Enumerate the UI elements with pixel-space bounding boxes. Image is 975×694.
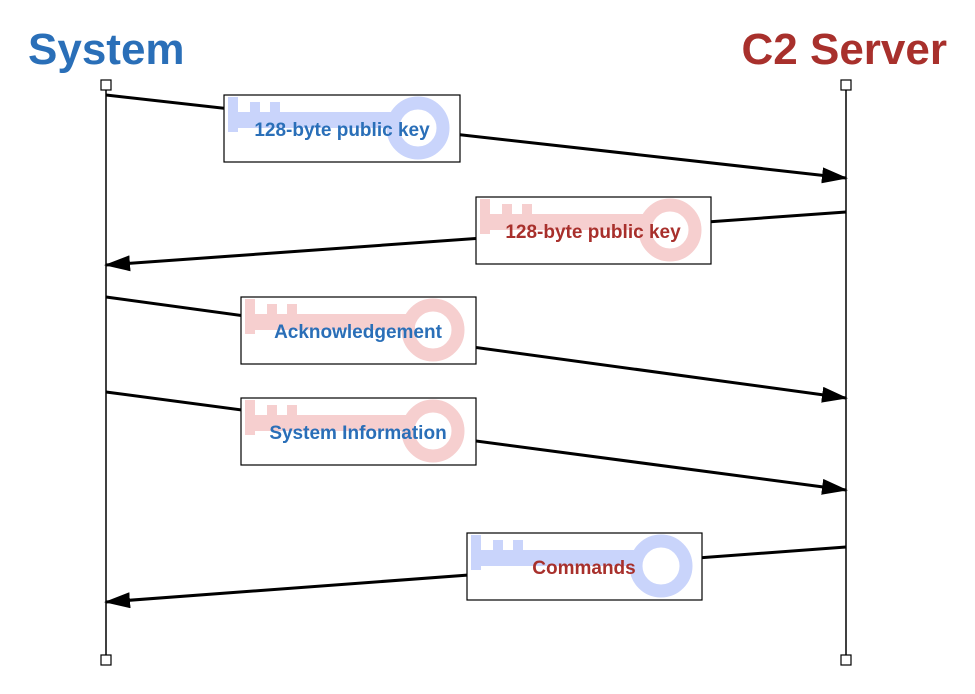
lifeline-system-top-handle — [100, 79, 112, 91]
lifeline-system — [100, 79, 112, 666]
actor-system-label: System — [28, 25, 185, 74]
message-3-label: Acknowledgement — [274, 322, 443, 343]
message-2-label: 128-byte public key — [505, 222, 681, 243]
lifeline-c2-server-bottom-handle — [840, 654, 852, 666]
lifeline-c2-server-top-handle — [840, 79, 852, 91]
message-4: System Information — [105, 390, 848, 495]
key-icon — [245, 298, 465, 362]
message-4-label: System Information — [269, 423, 446, 444]
message-1: 128-byte public key — [105, 93, 848, 184]
key-icon — [228, 96, 450, 160]
key-icon — [480, 198, 702, 262]
message-5: Commands — [104, 532, 847, 609]
message-5-label: Commands — [532, 558, 635, 579]
message-1-arrow — [105, 93, 848, 184]
message-2: 128-byte public key — [104, 196, 847, 272]
lifeline-system-bottom-handle — [100, 654, 112, 666]
key-icon — [471, 534, 693, 598]
actor-c2-server-label: C2 Server — [741, 25, 947, 74]
message-1-label: 128-byte public key — [254, 120, 430, 141]
key-icon — [245, 399, 465, 463]
message-3: Acknowledgement — [105, 295, 848, 403]
lifeline-c2-server — [840, 79, 852, 666]
